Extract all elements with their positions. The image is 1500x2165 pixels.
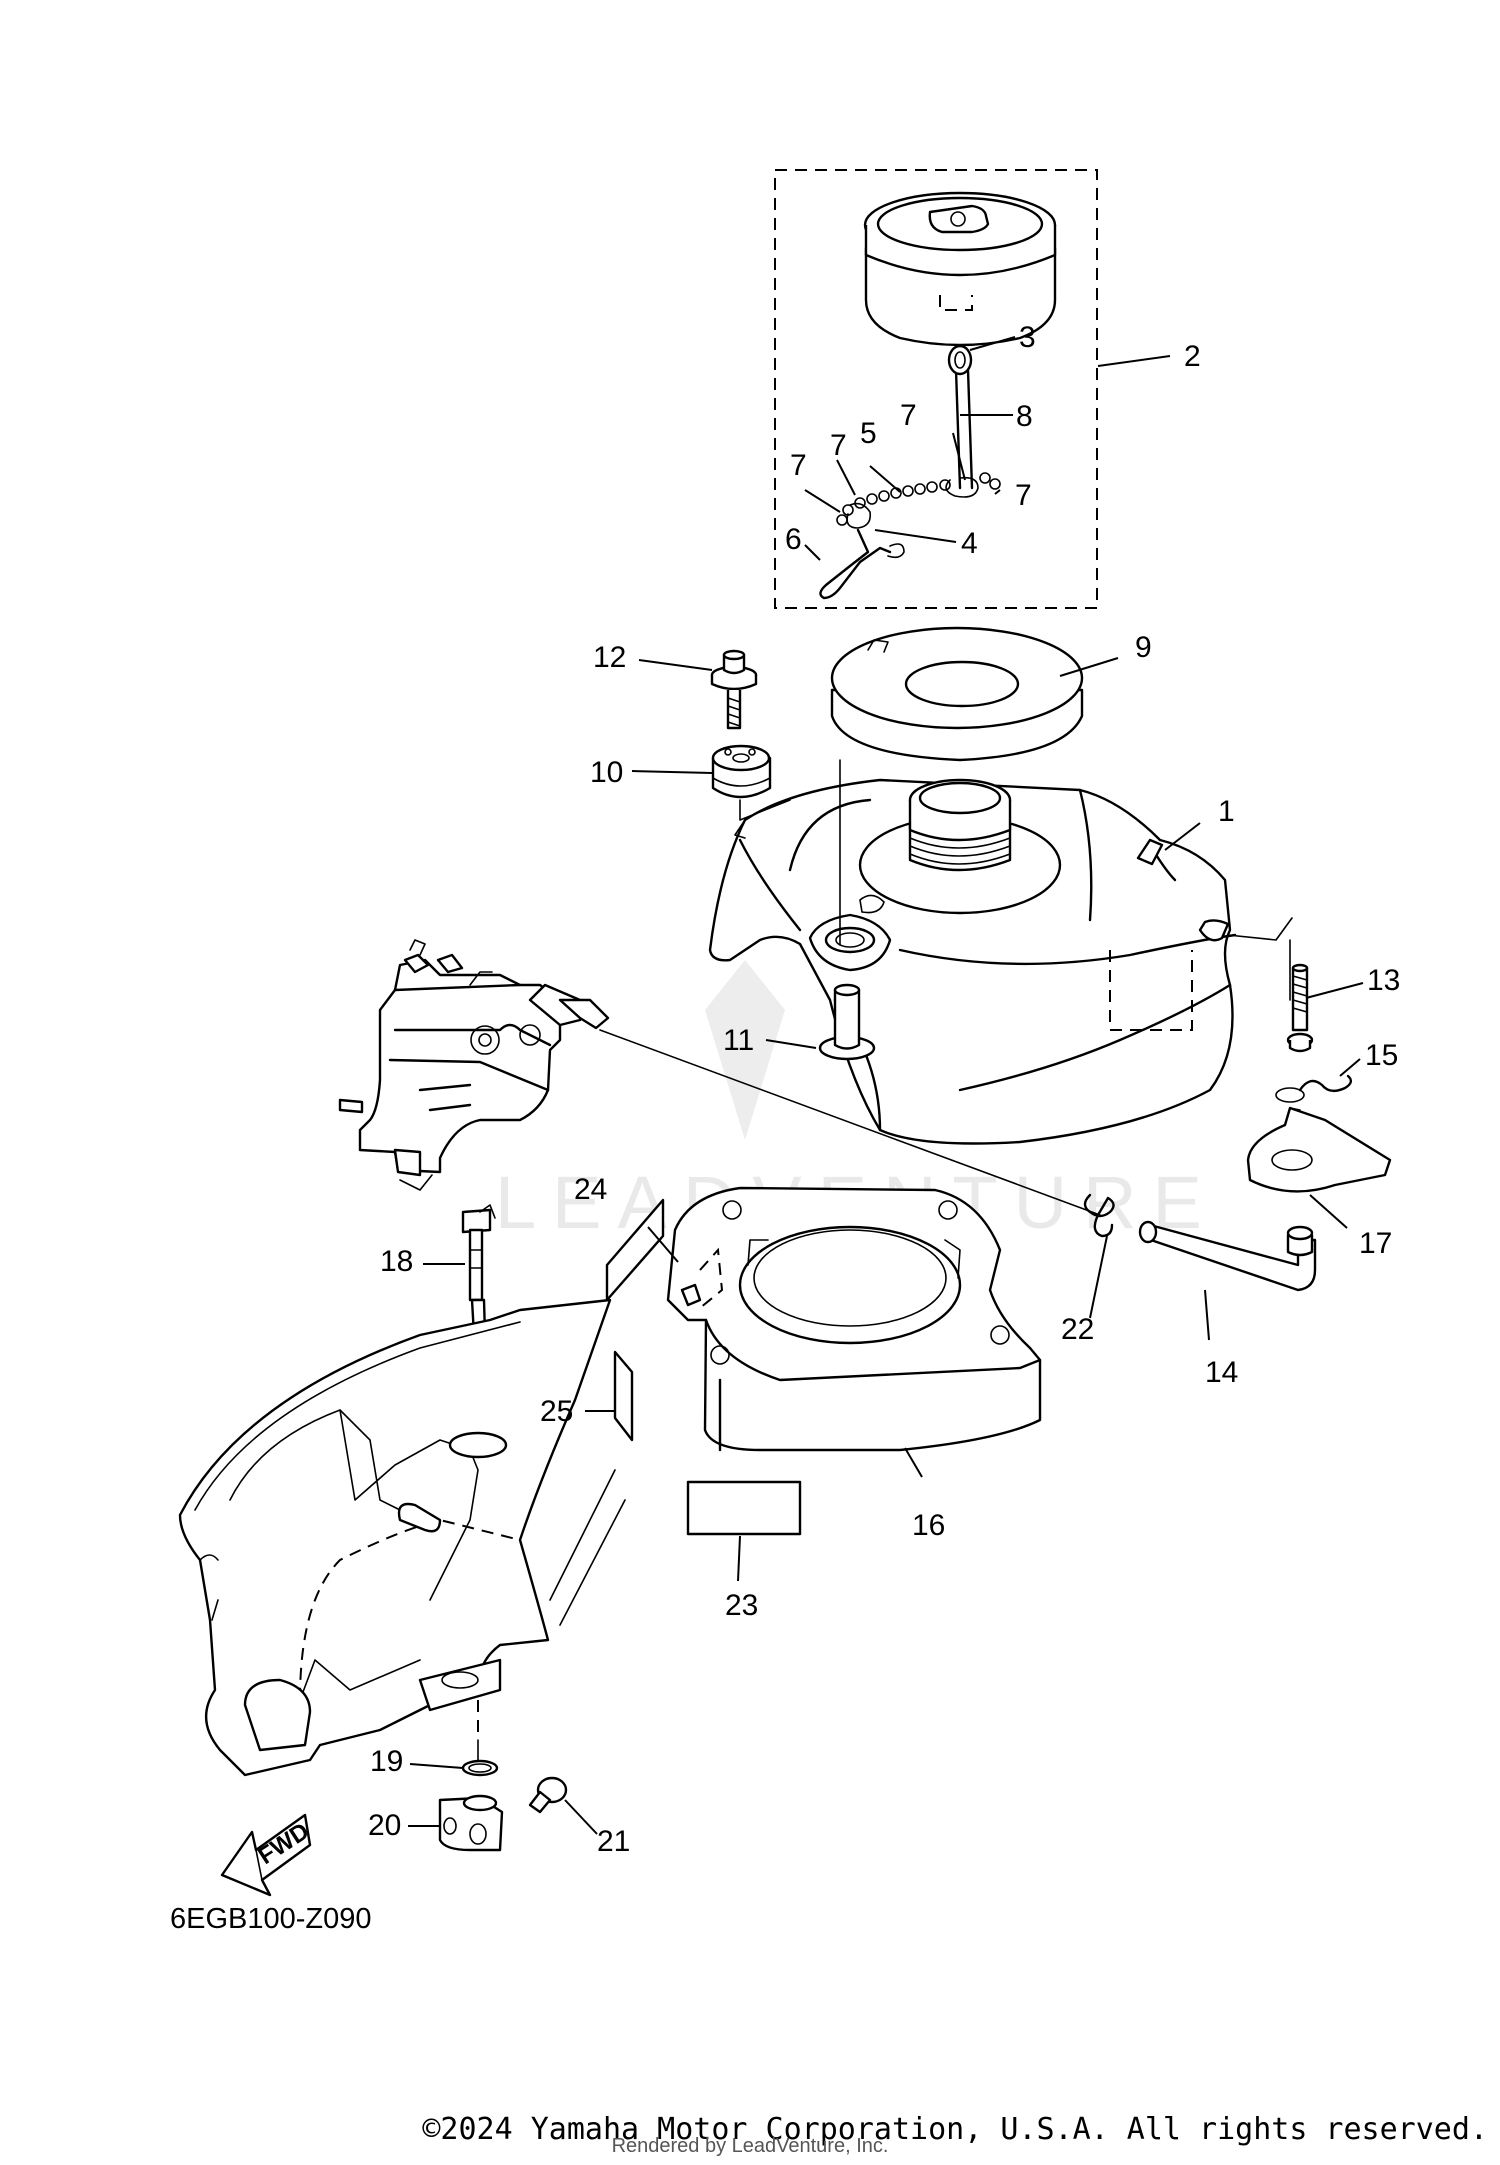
fwd-arrow: FWD	[220, 1813, 314, 1897]
fuel-cap	[863, 191, 1057, 347]
part-14-hose	[1138, 1220, 1317, 1292]
rendered-by-notice: Rendered by LeadVenture, Inc.	[611, 2135, 889, 2157]
callout-23: 23	[725, 1589, 758, 1622]
part-1-fuel-tank	[708, 778, 1293, 1145]
callout-3: 3	[1019, 321, 1036, 354]
part-17-bracket	[1246, 1106, 1392, 1193]
callout-13: 13	[1367, 964, 1400, 997]
callout-14: 14	[1205, 1356, 1238, 1389]
diagram-code: 6EGB100-Z090	[170, 1903, 372, 1935]
callout-11: 11	[723, 1024, 754, 1057]
part-11-collar	[818, 983, 876, 1061]
callout-22: 22	[1061, 1313, 1094, 1346]
callout-numbers: 1 2 3 4 5 6 7 7 7 7 8 9 10 11 12 13 14 1…	[368, 321, 1400, 1858]
callout-10: 10	[590, 756, 623, 789]
callout-9: 9	[1135, 631, 1152, 664]
callout-6: 6	[785, 523, 802, 556]
carburetor	[338, 939, 610, 1191]
part-18-fuel-cock	[461, 1204, 496, 1337]
cap-tether	[819, 344, 1001, 600]
part-13-screw	[1286, 963, 1314, 1053]
leader-lines	[408, 336, 1364, 1835]
callout-12: 12	[593, 641, 626, 674]
callout-16: 16	[912, 1509, 945, 1542]
callout-7a: 7	[790, 449, 807, 482]
callout-18: 18	[380, 1245, 413, 1278]
callout-21: 21	[597, 1825, 630, 1858]
part-9-ring	[830, 626, 1084, 762]
part-23-label	[686, 1480, 802, 1536]
part-24-label	[605, 1198, 665, 1302]
part-10-grommet	[711, 744, 772, 799]
bottom-cowling	[178, 1298, 626, 1777]
callout-8: 8	[1016, 400, 1033, 433]
callout-4: 4	[961, 527, 978, 560]
callout-7c: 7	[900, 399, 917, 432]
part-12-screw	[710, 649, 758, 730]
part-21-bolt	[528, 1776, 568, 1814]
callout-5: 5	[860, 417, 877, 450]
callout-19: 19	[370, 1745, 403, 1778]
part-15-clip	[1275, 1074, 1353, 1103]
fuel-line-route	[599, 1029, 1101, 1216]
callout-17: 17	[1359, 1227, 1392, 1260]
callout-20: 20	[368, 1809, 401, 1842]
copyright-notice: ©2024 Yamaha Motor Corporation, U.S.A. A…	[422, 2112, 1488, 2147]
assembly-box	[774, 169, 1098, 609]
callout-24: 24	[574, 1173, 607, 1206]
part-20-joint	[438, 1794, 504, 1852]
callout-7d: 7	[1015, 479, 1032, 512]
part-22-clamp	[1083, 1193, 1115, 1238]
part-16-duct	[666, 1186, 1042, 1452]
callout-1: 1	[1218, 795, 1235, 828]
part-19-o-ring	[461, 1759, 499, 1777]
callout-7b: 7	[830, 429, 847, 462]
part-25-label	[613, 1350, 634, 1442]
callout-25: 25	[540, 1395, 573, 1428]
callout-2: 2	[1184, 340, 1201, 373]
callout-15: 15	[1365, 1039, 1398, 1072]
